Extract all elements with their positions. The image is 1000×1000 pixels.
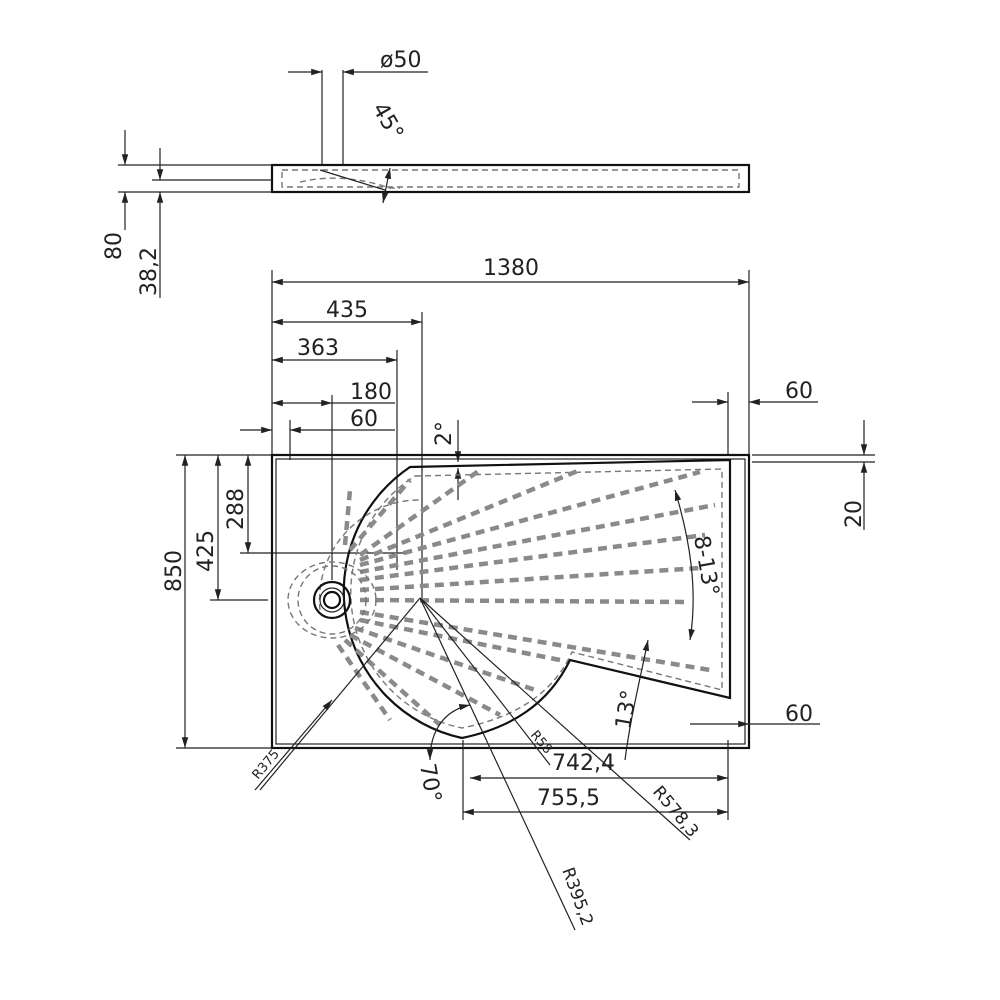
drain [287,561,377,639]
dim-left-heights: 850 425 288 [162,454,410,749]
basin-outline [342,458,732,740]
plan-view [254,453,751,931]
label-r395: R395,2 [557,865,596,929]
tray-outline [270,453,751,750]
leader-r58 [419,597,551,766]
label-width-60-bottom: 60 [785,702,813,727]
label-height-288: 288 [224,488,249,530]
label-angle-13: 13° [611,688,642,731]
side-view-slope-line [319,169,386,191]
label-slope-angle: 45° [367,99,408,145]
label-height-850: 850 [162,550,187,592]
dim-drain-diameter: ø50 [288,48,428,165]
side-view [270,163,751,194]
side-view-drain-profile [299,177,400,189]
label-total-width: 1380 [483,256,539,281]
slope-rays [336,467,716,727]
leader-r395 [419,597,576,931]
label-angle-2: 2° [432,421,457,446]
label-width-363: 363 [297,336,339,361]
dim-height-20: 20 [752,420,875,530]
label-width-180: 180 [350,380,392,405]
dim-angle-8-13: 8-13° [674,489,723,641]
radius-labels: R375 R58 [250,728,555,783]
label-width-60-right: 60 [785,379,813,404]
dim-top-widths: 1380 435 363 180 60 [240,256,750,600]
dim-side-heights: 80 38,2 [102,130,272,298]
label-width-60-left: 60 [350,407,378,432]
side-view-inner [281,169,740,188]
label-inner-height: 38,2 [137,247,162,296]
dim-angle-70: 70° [414,703,471,805]
label-height-20: 20 [842,500,867,528]
dim-bottom-right-60: 60 [690,702,820,728]
label-total-height: 80 [102,232,127,260]
label-width-435: 435 [326,298,368,323]
leader-r578 [419,597,691,841]
label-drain-diameter: ø50 [380,48,421,73]
leader-r375 [259,597,421,791]
label-r58: R58 [527,728,555,757]
label-angle-70: 70° [414,762,445,805]
dim-angle-2: 2° [432,420,462,500]
tray-inner-border [275,458,746,745]
dim-right-offset: 60 [692,379,818,455]
label-width-742: 742,4 [552,751,615,776]
dim-bottom-widths: 742,4 755,5 [462,740,729,820]
side-view-outline [270,163,751,194]
label-height-425: 425 [194,530,219,572]
label-width-755: 755,5 [537,786,600,811]
